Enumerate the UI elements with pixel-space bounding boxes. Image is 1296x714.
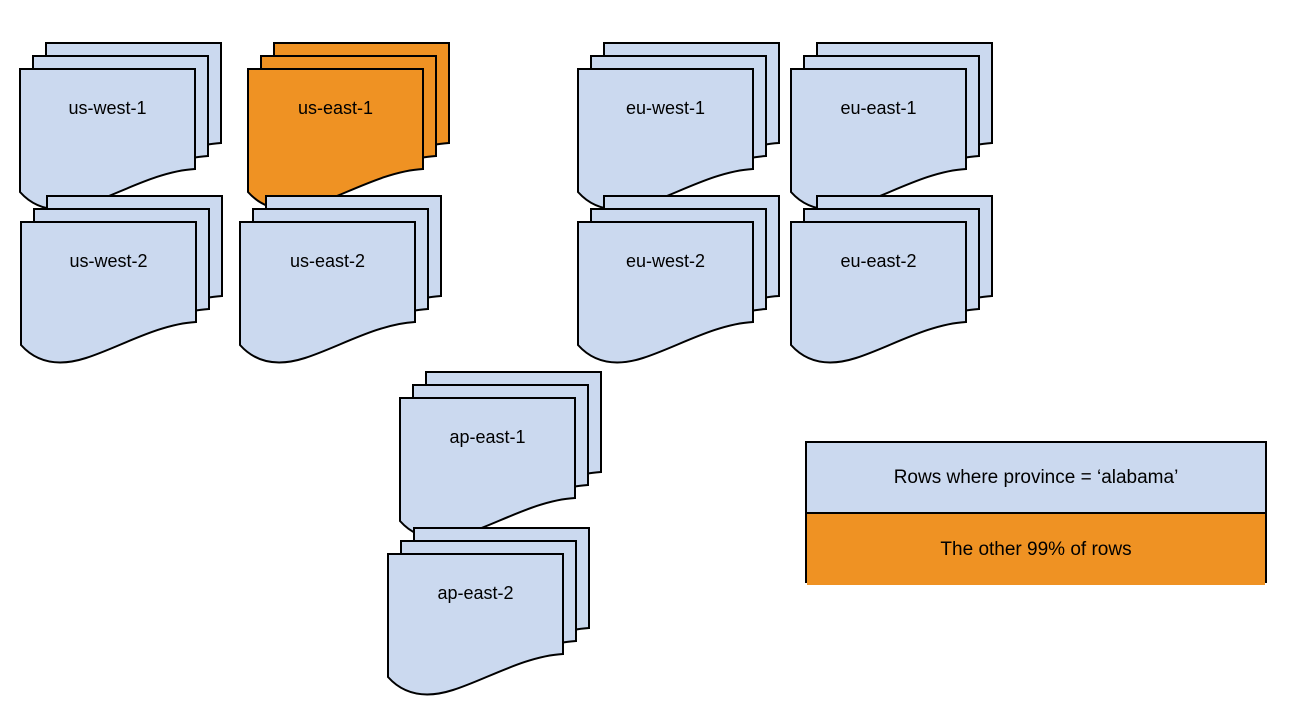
- region-stack-shape-eu-west-1: [577, 42, 780, 211]
- region-stack-ap-east-1[interactable]: ap-east-1: [399, 371, 630, 540]
- region-stack-shape-us-west-1: [19, 42, 222, 211]
- region-stack-shape-us-east-2: [239, 195, 442, 364]
- region-stack-shape-eu-west-2: [577, 195, 780, 364]
- document-sheet: [790, 221, 967, 364]
- region-stack-shape-eu-east-1: [790, 42, 993, 211]
- region-stack-us-east-2[interactable]: us-east-2: [239, 195, 470, 364]
- document-sheet: [399, 397, 576, 540]
- document-sheet: [790, 68, 967, 211]
- document-sheet: [387, 553, 564, 696]
- legend: Rows where province = ‘alabama’ The other…: [805, 441, 1267, 585]
- region-stack-us-east-1[interactable]: us-east-1: [247, 42, 478, 211]
- region-stack-us-west-1[interactable]: us-west-1: [19, 42, 250, 211]
- legend-label-orange: The other 99% of rows: [940, 538, 1132, 560]
- document-sheet: [20, 221, 197, 364]
- legend-row-blue: Rows where province = ‘alabama’: [807, 443, 1265, 514]
- region-stack-shape-eu-east-2: [790, 195, 993, 364]
- region-stack-shape-ap-east-2: [387, 527, 590, 696]
- document-sheet: [19, 68, 196, 211]
- document-sheet: [239, 221, 416, 364]
- document-sheet: [247, 68, 424, 211]
- document-sheet: [577, 221, 754, 364]
- document-sheet: [577, 68, 754, 211]
- legend-label-blue: Rows where province = ‘alabama’: [893, 466, 1179, 488]
- region-stack-eu-east-2[interactable]: eu-east-2: [790, 195, 1021, 364]
- region-stack-shape-us-west-2: [20, 195, 223, 364]
- region-stack-shape-us-east-1: [247, 42, 450, 211]
- legend-row-orange: The other 99% of rows: [807, 514, 1265, 585]
- region-stack-us-west-2[interactable]: us-west-2: [20, 195, 251, 364]
- region-stack-eu-west-1[interactable]: eu-west-1: [577, 42, 808, 211]
- region-stack-eu-east-1[interactable]: eu-east-1: [790, 42, 1021, 211]
- region-stack-ap-east-2[interactable]: ap-east-2: [387, 527, 618, 696]
- region-stack-eu-west-2[interactable]: eu-west-2: [577, 195, 808, 364]
